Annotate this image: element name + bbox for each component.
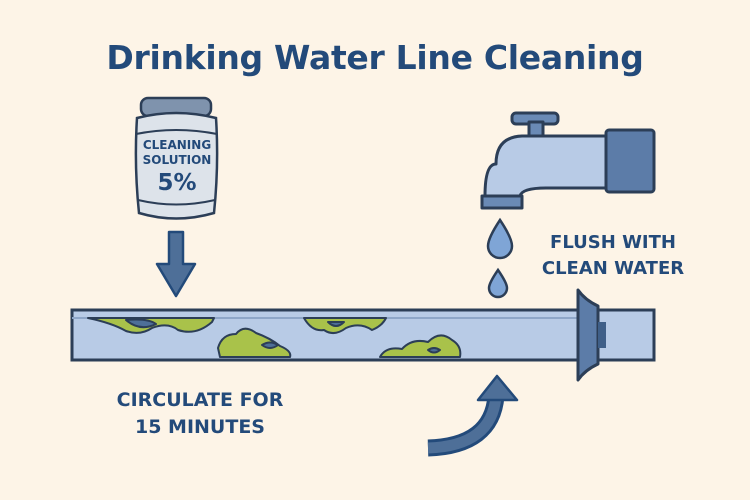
page-title: Drinking Water Line Cleaning [106, 38, 644, 77]
circulate-line-1: CIRCULATE FOR [116, 389, 284, 411]
water-drop-icon [486, 217, 514, 260]
faucet-icon [480, 111, 656, 210]
bottle-label-line-1: CLEANING [142, 138, 212, 152]
flush-instruction: FLUSH WITH CLEAN WATER [526, 230, 700, 282]
bottle-label-line-2: SOLUTION [142, 153, 212, 167]
circulate-instruction: CIRCULATE FOR 15 MINUTES [100, 387, 300, 441]
flush-line-1: FLUSH WITH [550, 232, 676, 253]
bottle-concentration: 5% [157, 170, 197, 196]
biofilm-deposits [87, 317, 462, 358]
cleaning-solution-bottle-icon [134, 96, 219, 220]
pipe [70, 288, 656, 382]
flush-line-2: CLEAN WATER [541, 258, 685, 279]
down-arrow-icon [155, 230, 197, 298]
circulation-arrow-icon [427, 374, 519, 457]
water-drop-icon [487, 267, 509, 299]
circulate-line-2: 15 MINUTES [135, 416, 265, 438]
